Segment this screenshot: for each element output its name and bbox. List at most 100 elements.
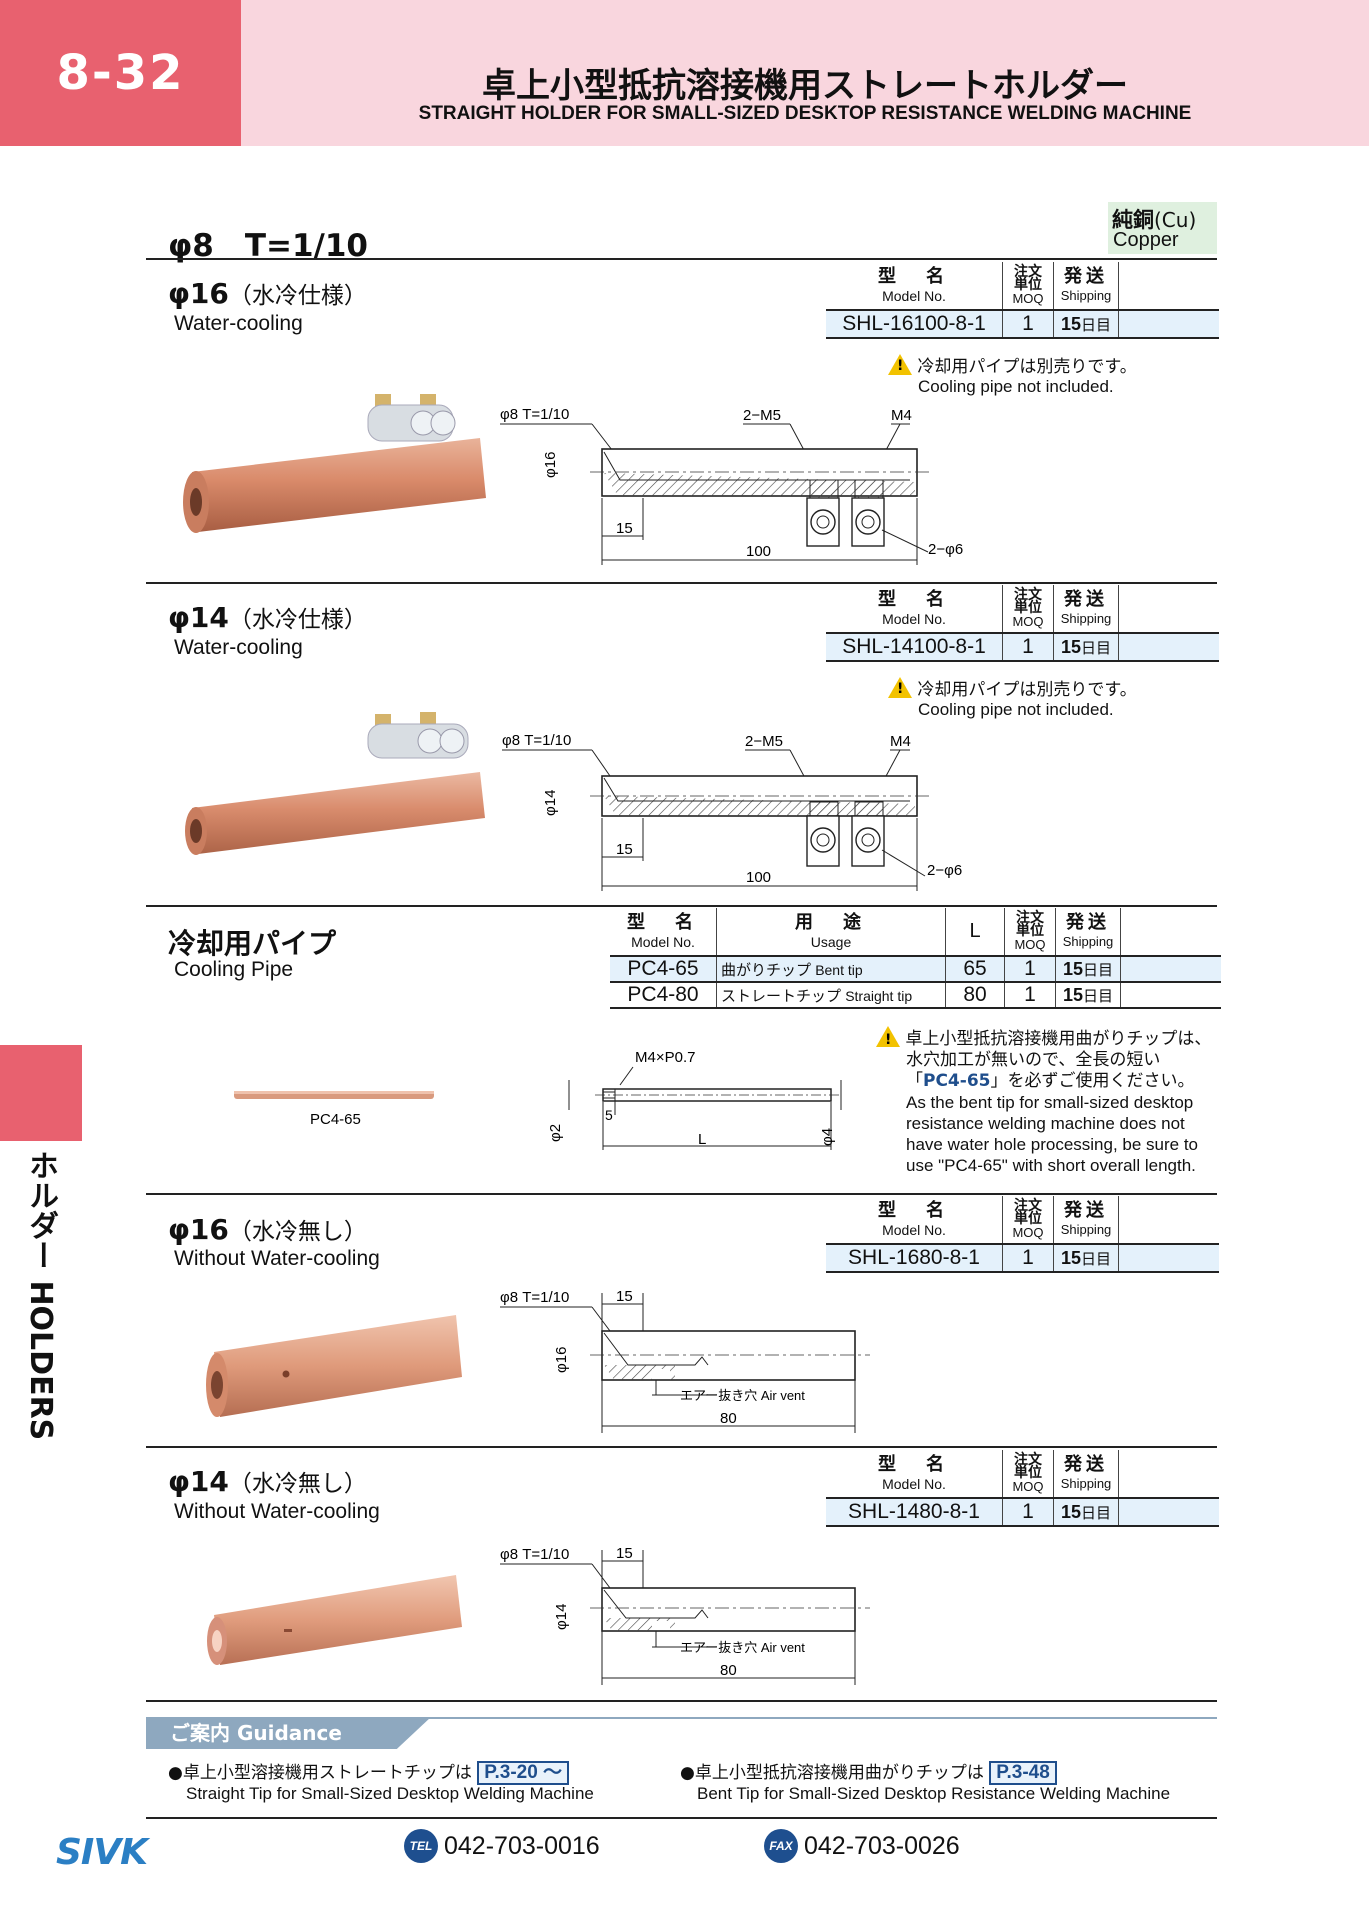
dim-15: 15 — [616, 841, 633, 858]
dim-holes: 2−φ6 — [928, 541, 963, 558]
model-number: SHL-1680-8-1 — [826, 1243, 1003, 1273]
side-label: ホルダー HOLDERS — [23, 1150, 58, 1441]
dim-dia: φ16 — [553, 1347, 570, 1373]
guidance-item: ●卓上小型抵抗溶接機用曲がりチップは P.3-48 — [680, 1758, 1057, 1785]
dim-length: 80 — [720, 1410, 737, 1427]
divider — [146, 1193, 1217, 1195]
dim-taper: φ8 T=1/10 — [502, 732, 571, 749]
dim-dia: φ16 — [542, 452, 559, 478]
product-photo — [183, 394, 486, 533]
dim-holes: 2−φ6 — [927, 862, 962, 879]
dim-dia: φ14 — [553, 1604, 570, 1630]
section-sub-ja: （水冷仕様） — [228, 607, 367, 633]
pipe-drawing: M4×P0.7 5 L φ2 φ4 — [547, 1049, 842, 1150]
tel-contact: TEL 042-703-0016 — [404, 1829, 600, 1863]
dim-taper: φ8 T=1/10 — [500, 406, 569, 423]
product-photo — [185, 712, 485, 855]
pipe-model: PC4-80 — [610, 981, 717, 1009]
dim-d2: φ2 — [547, 1124, 564, 1142]
dim-length: 100 — [746, 543, 771, 560]
pipe-model: PC4-65 — [610, 955, 717, 983]
material-symbol: (Cu) — [1154, 208, 1197, 232]
divider — [146, 258, 1217, 260]
section-sub-en: Water-cooling — [174, 312, 303, 335]
dim-15: 15 — [616, 520, 633, 537]
side-tab — [0, 1045, 82, 1141]
section-title: φ14（水冷仕様） — [168, 600, 367, 634]
guidance-item-en: Straight Tip for Small-Sized Desktop Wel… — [186, 1784, 594, 1803]
dim-length: 100 — [746, 869, 771, 886]
model-number: SHL-14100-8-1 — [826, 632, 1003, 662]
fax-icon: FAX — [764, 1829, 798, 1863]
guidance-item: ●卓上小型溶接機用ストレートチップは P.3-20 〜 — [168, 1758, 570, 1785]
product-photo — [207, 1575, 462, 1665]
dim-15: 15 — [616, 1545, 633, 1562]
moq-value: 1 — [1002, 1243, 1054, 1273]
pipe-title: 冷却用パイプ — [168, 927, 337, 960]
dim-L: L — [698, 1131, 706, 1148]
technical-drawing: φ8 T=1/10 2−M5 M4 φ14 15 100 2−φ6 — [502, 732, 962, 891]
pipe-note: ! 卓上小型抵抗溶接機用曲がりチップは、 水穴加工が無いので、全長の短い 「PC… — [876, 1026, 1211, 1176]
moq-value: 1 — [1002, 632, 1054, 662]
dim-taper: φ8 T=1/10 — [500, 1546, 569, 1563]
section-sub-ja: （水冷無し） — [228, 1219, 367, 1245]
section-dia: φ14 — [168, 1465, 229, 1498]
table-row: SHL-16100-8-1 1 15日目 — [826, 309, 1219, 339]
tel-number: 042-703-0016 — [444, 1831, 600, 1860]
page-ref-link[interactable]: P.3-20 〜 — [477, 1761, 570, 1785]
section-title: φ16（水冷無し） — [168, 1212, 367, 1246]
divider — [146, 1817, 1217, 1819]
section-dia: φ14 — [168, 601, 229, 634]
section-sub-ja: （水冷仕様） — [228, 283, 367, 309]
pipe-photo-label: PC4-65 — [310, 1111, 361, 1128]
model-number: SHL-1480-8-1 — [826, 1497, 1003, 1527]
table-row: PC4-80 ストレートチップ Straight tip 80 1 15日目 — [610, 981, 1221, 1009]
technical-drawing: φ8 T=1/10 15 φ16 エアー抜き穴 Air vent 80 — [500, 1288, 870, 1433]
dim-taper: φ8 T=1/10 — [500, 1289, 569, 1306]
page-title-en: STRAIGHT HOLDER FOR SMALL-SIZED DESKTOP … — [418, 103, 1192, 124]
phone-icon: TEL — [404, 1829, 438, 1863]
warning-icon: ! — [876, 1026, 900, 1048]
divider — [146, 1700, 1217, 1702]
page-ref-link[interactable]: P.3-48 — [989, 1761, 1057, 1785]
guidance-bar — [146, 1717, 1217, 1719]
moq-value: 1 — [1002, 1497, 1054, 1527]
warning-note: ! 冷却用パイプは別売りです。 — [888, 675, 1137, 700]
company-logo: SIVK — [56, 1832, 148, 1873]
dim-length: 80 — [720, 1662, 737, 1679]
technical-drawing: φ8 T=1/10 15 φ14 エアー抜き穴 Air vent 80 — [500, 1545, 870, 1685]
warning-icon: ! — [888, 677, 912, 698]
water-fitting-1 — [806, 801, 840, 867]
moq-value: 1 — [1002, 309, 1054, 339]
dim-screw: M4 — [890, 733, 911, 750]
dim-vent: エアー抜き穴 Air vent — [680, 1388, 805, 1403]
water-fitting-2 — [851, 479, 885, 547]
page-number: 8-32 — [0, 0, 241, 146]
warning-note-en: Cooling pipe not included. — [918, 700, 1114, 719]
dim-ports: 2−M5 — [743, 407, 781, 424]
dim-dia: φ14 — [542, 790, 559, 816]
table-row: SHL-14100-8-1 1 15日目 — [826, 632, 1219, 662]
page-title: 卓上小型抵抗溶接機用ストレートホルダー — [482, 66, 1128, 106]
warning-note: ! 冷却用パイプは別売りです。 — [888, 352, 1137, 377]
fax-number: 042-703-0026 — [804, 1831, 960, 1860]
section-sub-en: Without Water-cooling — [174, 1247, 380, 1270]
pipe-sub-en: Cooling Pipe — [174, 958, 294, 981]
section-title: φ16（水冷仕様） — [168, 276, 367, 310]
material-en: Copper — [1113, 229, 1179, 251]
water-fitting-2 — [851, 801, 885, 867]
dim-5: 5 — [605, 1107, 613, 1123]
divider — [146, 905, 1217, 907]
water-fitting-1 — [806, 479, 840, 547]
material-ja: 純銅 — [1112, 208, 1154, 232]
technical-drawing: φ8 T=1/10 2−M5 M4 φ16 15 100 2−φ6 — [500, 406, 963, 565]
section-sub-en: Water-cooling — [174, 636, 303, 659]
section-sub-ja: （水冷無し） — [228, 1471, 367, 1497]
divider — [146, 582, 1217, 584]
dim-vent: エアー抜き穴 Air vent — [680, 1640, 805, 1655]
